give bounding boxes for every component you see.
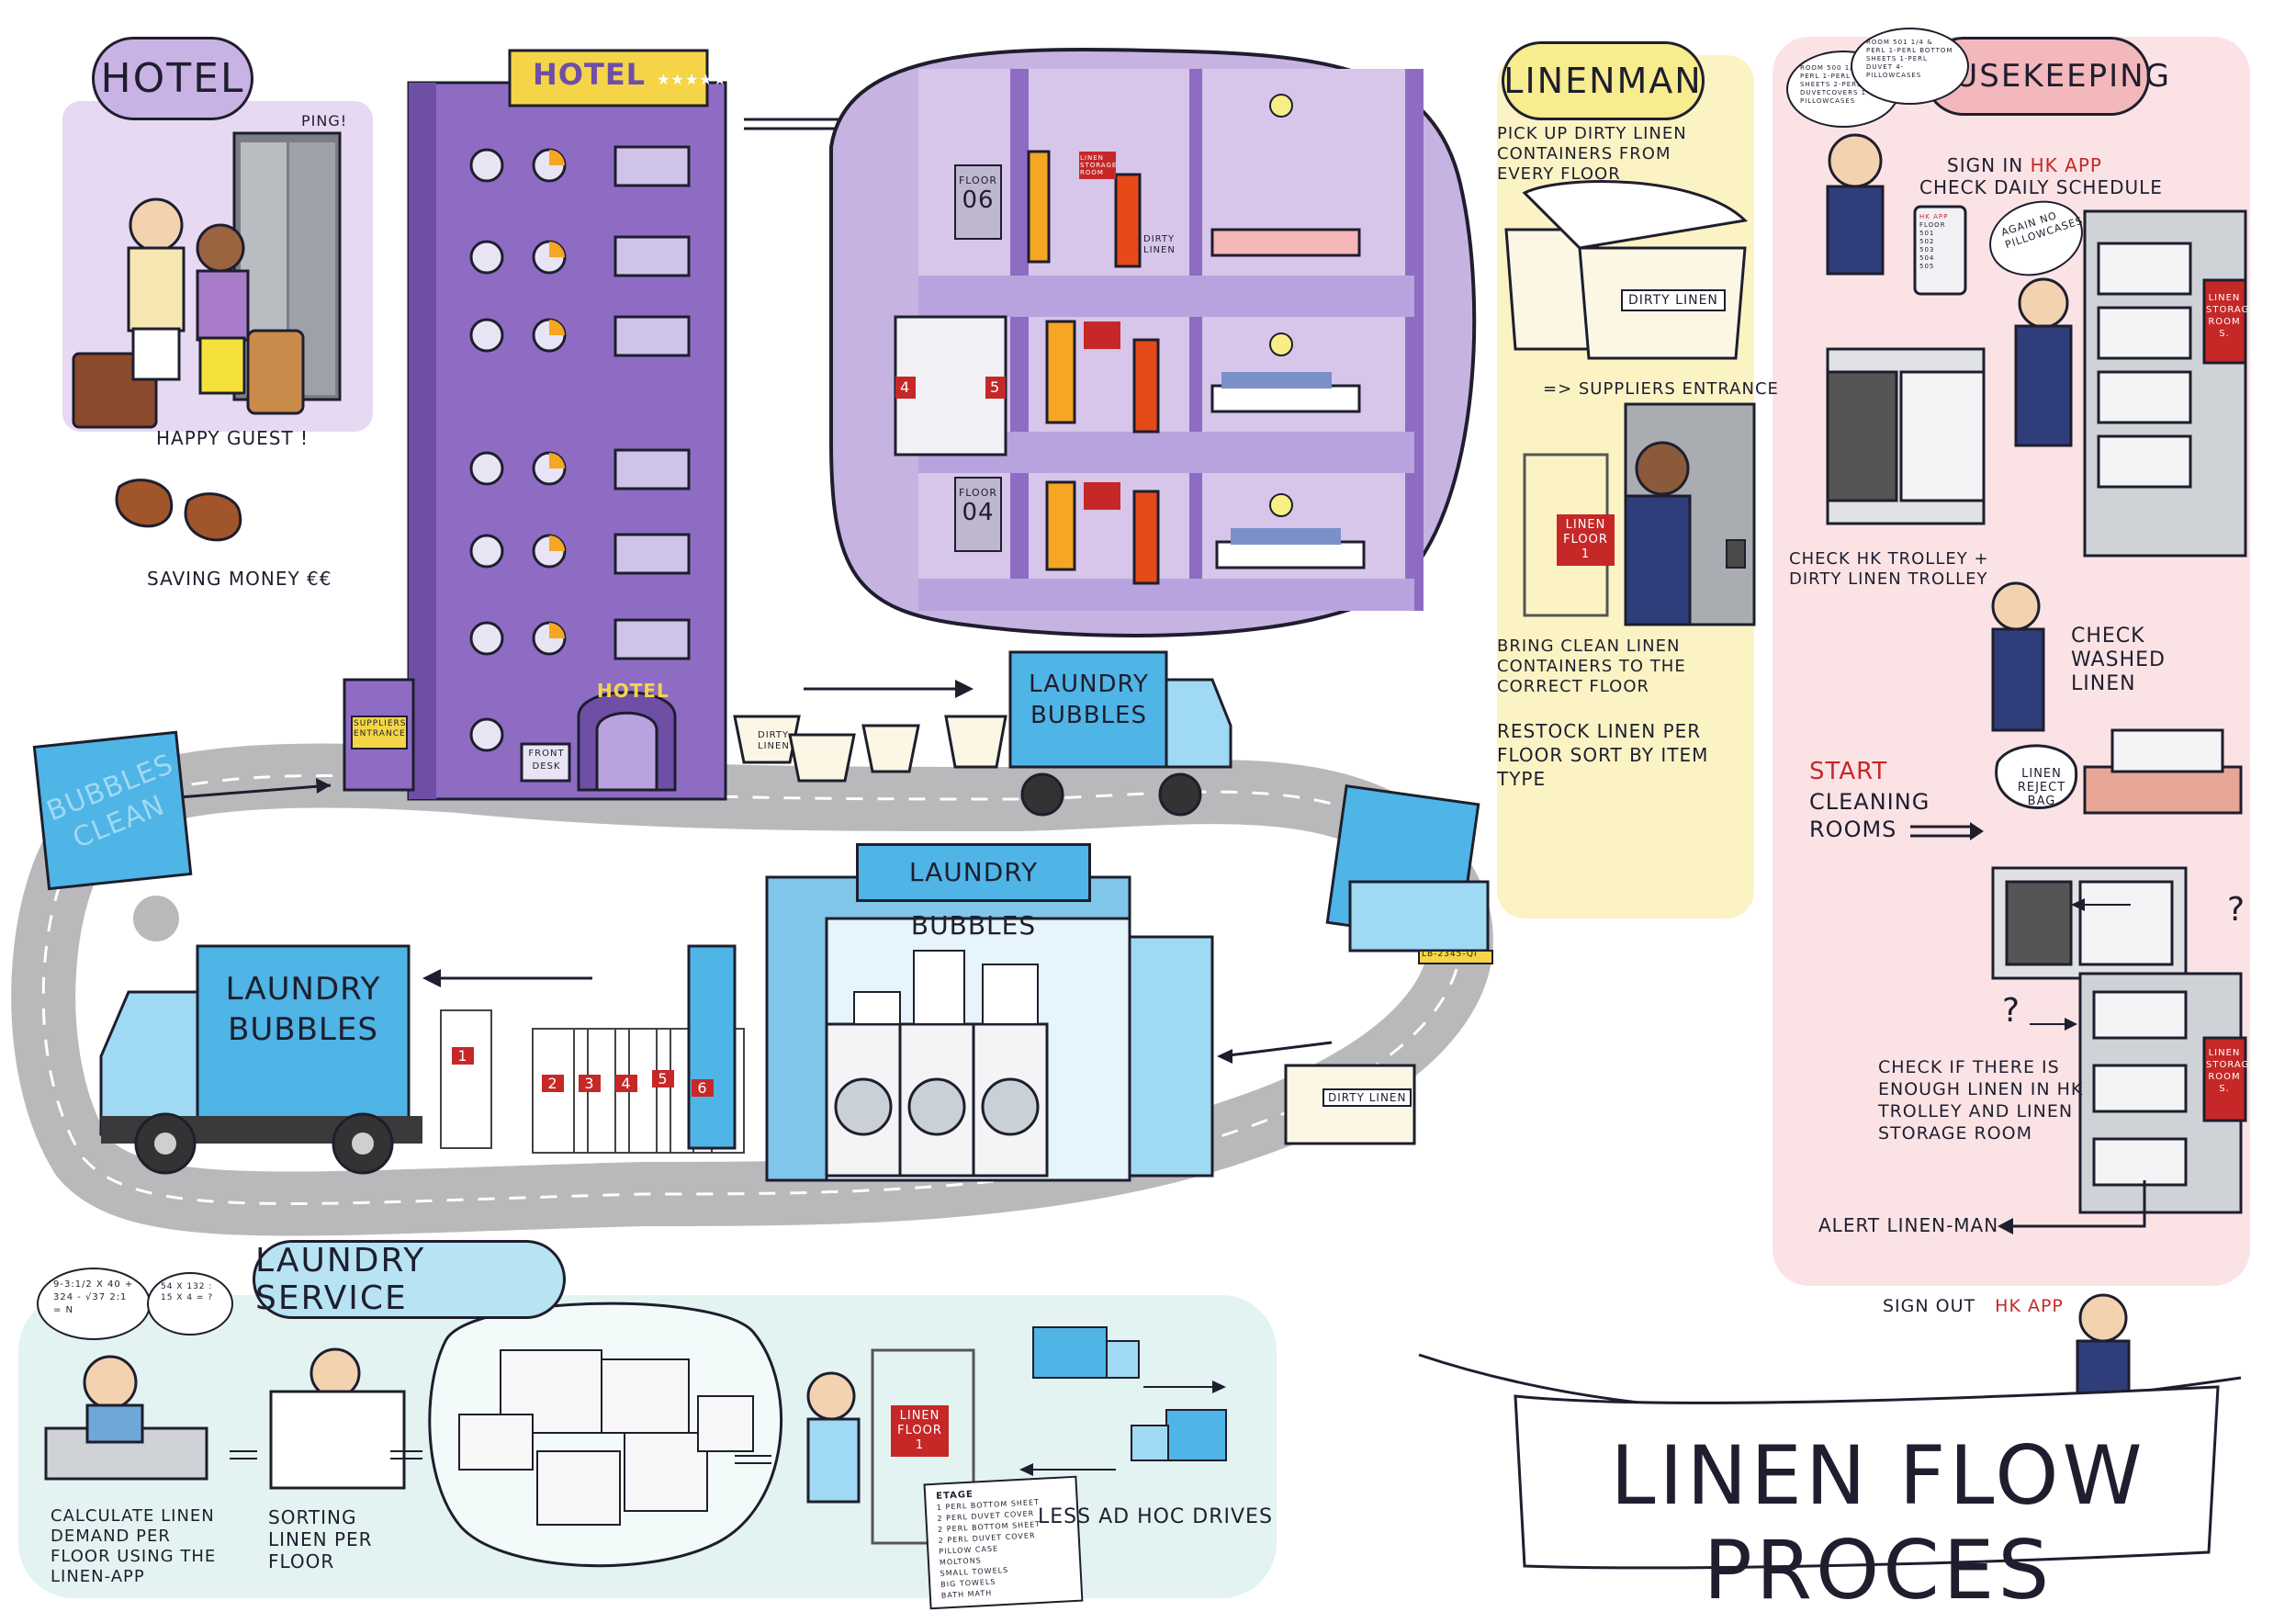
linenman-header: LINENMAN: [1502, 41, 1705, 120]
math-left-text: 9-3:1/2 x 40 + 324 - √37 2:1 = N: [53, 1279, 134, 1315]
storage-room-sign-bottom: LINEN STORAGE ROOM S.: [2206, 1048, 2257, 1094]
hotel-header: HOTEL: [92, 37, 253, 120]
cage-number-2: 2: [542, 1075, 564, 1092]
cage-number-3: 3: [579, 1075, 601, 1092]
calculate-demand-label: CALCULATE LINEN DEMAND PER FLOOR USING T…: [51, 1506, 217, 1586]
check-schedule-label: CHECK DAILY SCHEDULE: [1919, 176, 2163, 198]
service-cage-label: LINEN FLOOR 1: [891, 1405, 949, 1457]
thought-bubble-right: [1851, 28, 1969, 105]
service-figures: [44, 1347, 975, 1545]
front-desk-sign: FRONT DESK: [528, 749, 565, 772]
dirty-linen-container-label: DIRTY LINEN: [1621, 289, 1726, 311]
math-bubble-right: [147, 1272, 233, 1336]
linenman-dirty-containers: [1504, 180, 1749, 360]
question-mark-trolley: ?: [2227, 891, 2246, 929]
linenman-lift: [1523, 402, 1756, 626]
truck-bottom-brand: LAUNDRY BUBBLES: [225, 971, 381, 1048]
dirty-linen-cart: [1284, 1064, 1416, 1145]
dirty-linen-bag-label: DIRTY LINEN: [758, 730, 790, 751]
lift-number-5: 5: [990, 378, 1001, 396]
thought-left-text: ROOM 500 1/2 & PERL 1-PERL BOTTOM SHEETS…: [1800, 64, 1887, 105]
cleaning-rooms-label: CLEANING ROOMS: [1809, 789, 1930, 842]
title-banner: [1514, 1385, 2220, 1570]
check-trolley-label: CHECK HK TROLLEY + DIRTY LINEN TROLLEY: [1789, 549, 1989, 589]
math-right-text: 54 x 132 : 15 x 4 = ?: [161, 1282, 214, 1302]
storage-room-sign-top: LINEN STORAGE ROOM S.: [2206, 293, 2257, 339]
thought-right-text: ROOM 501 1/4 & PERL 1-PERL BOTTOM SHEETS…: [1866, 39, 1953, 79]
check-enough-label: CHECK IF THERE IS ENOUGH LINEN IN HK TRO…: [1878, 1057, 2084, 1144]
suppliers-entrance-sign: SUPPLIERS ENTRANCE: [354, 719, 407, 738]
small-trucks: [1032, 1326, 1227, 1461]
ping-label: PING!: [301, 112, 348, 130]
sign-in-instruction: SIGN IN HK APP: [1947, 154, 2102, 176]
lift-number-4: 4: [900, 378, 911, 396]
truck-plate: LB-2345-QI: [1422, 950, 1478, 959]
hk-trolley: [1826, 347, 1986, 525]
math-bubble-left: [37, 1268, 151, 1340]
reject-bag-label: LINEN REJECT BAG: [2017, 767, 2066, 808]
trolley-check: [1991, 866, 2188, 980]
page-title: LINEN FLOW PROCES: [1610, 1428, 2146, 1617]
truck-right: [1325, 784, 1493, 964]
saving-money-label: SAVING MONEY €€: [147, 568, 332, 590]
linen-stacks: [458, 1349, 754, 1526]
suppliers-entrance-note: => SUPPLIERS ENTRANCE: [1543, 379, 1779, 399]
cage-number-6: 6: [692, 1079, 714, 1097]
laundry-building: [687, 875, 1214, 1182]
truck-top: [1008, 650, 1232, 817]
linenman-step-pickup: PICK UP DIRTY LINEN CONTAINERS FROM EVER…: [1497, 124, 1687, 184]
zoom-dirty-linen: DIRTY LINEN: [1143, 234, 1176, 255]
less-drives-label: LESS AD HOC DRIVES: [1038, 1505, 1273, 1528]
dirty-linen-carts: [733, 715, 1007, 783]
happy-guests: [72, 131, 342, 429]
sign-out-instruction: SIGN OUT HK APP: [1883, 1296, 2064, 1316]
truck-bottom: [99, 944, 422, 1175]
checklist: ETAGE 1 PERL BOTTOM SHEET 2 PERL DUVET C…: [936, 1484, 1075, 1601]
happy-guest-label: HAPPY GUEST !: [156, 427, 310, 449]
cage-number-4: 4: [615, 1075, 637, 1092]
money-bags-icon: [115, 479, 242, 542]
checklist-paper: [923, 1475, 1084, 1610]
laundry-service-header: LAUNDRY SERVICE: [253, 1240, 566, 1319]
cage-number-1: 1: [452, 1047, 474, 1065]
truck-left: [32, 730, 193, 941]
stars-icon: ★★★★★: [657, 71, 727, 88]
storage-shelf-bottom: [2078, 972, 2247, 1214]
housekeeper-figures: [1826, 133, 2131, 1426]
laundry-building-sign: LAUNDRY BUBBLES: [856, 843, 1091, 941]
hotel-floors-zoom: [829, 47, 1477, 637]
hotel-bed-pink: [2083, 728, 2243, 815]
question-mark-storage: ?: [2002, 992, 2021, 1030]
sorting-linen-label: SORTING LINEN PER FLOOR: [268, 1506, 373, 1572]
linenman-step-bring: BRING CLEAN LINEN CONTAINERS TO THE CORR…: [1497, 637, 1686, 696]
linenman-step-restock: RESTOCK LINEN PER FLOOR SORT BY ITEM TYP…: [1497, 720, 1709, 790]
dirty-linen-cart-label: DIRTY LINEN: [1322, 1088, 1412, 1107]
start-label: START: [1809, 758, 1888, 785]
reject-bag: [1995, 744, 2078, 809]
zoom-storage-sign: LINEN STORAGE ROOM: [1080, 154, 1118, 176]
cage-number-5: 5: [652, 1070, 674, 1088]
hotel-building: [343, 49, 727, 801]
entrance-hotel-sign: HOTEL: [597, 680, 670, 702]
truck-top-brand: LAUNDRY BUBBLES: [1029, 671, 1149, 729]
linenman-cage-label: LINEN FLOOR 1: [1557, 514, 1615, 566]
storage-shelf-top: [2083, 209, 2247, 558]
check-washed-label: CHECK WASHED LINEN: [2071, 625, 2166, 695]
alert-linenman-label: ALERT LINEN-MAN: [1818, 1214, 1999, 1236]
hotel-sign: HOTEL ★★★★★: [533, 57, 727, 92]
